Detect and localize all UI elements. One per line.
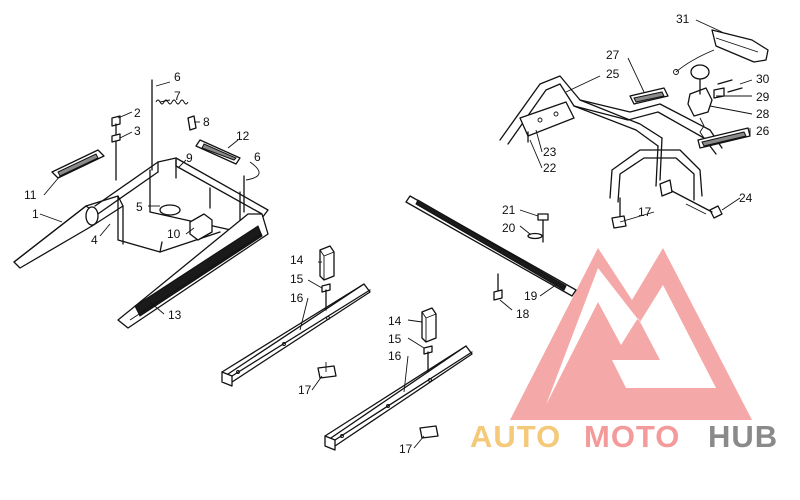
- watermark-auto: AUTO: [470, 419, 561, 454]
- callout-9: 9: [186, 151, 193, 165]
- callout-17a: 17: [298, 383, 312, 397]
- callout-7: 7: [174, 89, 181, 103]
- watermark-hub: HUB: [708, 419, 778, 454]
- callout-15a: 15: [290, 272, 304, 286]
- callout-labels: 1 2 3 4 5 6 6 7 8 9 10 11 12 13 14 14 15…: [24, 12, 770, 456]
- callout-31: 31: [676, 12, 690, 26]
- callout-22: 22: [543, 161, 557, 175]
- callout-16a: 16: [290, 291, 304, 305]
- callout-12: 12: [236, 129, 250, 143]
- callout-5: 5: [136, 200, 143, 214]
- callout-19: 19: [524, 289, 538, 303]
- watermark-moto: MOTO: [584, 419, 680, 454]
- callout-30: 30: [756, 72, 770, 86]
- callout-14a: 14: [290, 253, 304, 267]
- callout-14b: 14: [388, 314, 402, 328]
- callout-21: 21: [502, 203, 516, 217]
- rear-rack-assembly: [13, 79, 269, 329]
- leader-lines: [39, 19, 753, 449]
- callout-10: 10: [167, 227, 181, 241]
- callout-2: 2: [134, 106, 141, 120]
- callout-25: 25: [606, 67, 620, 81]
- watermark-text: AUTO MOTO HUB: [470, 419, 778, 454]
- snow-flap-assembly: [405, 195, 577, 301]
- callout-17b: 17: [399, 442, 413, 456]
- callout-3: 3: [134, 124, 141, 138]
- callout-16b: 16: [388, 349, 402, 363]
- callout-6a: 6: [174, 70, 181, 84]
- rear-bumper-assembly: [499, 29, 769, 229]
- callout-27: 27: [606, 48, 620, 62]
- watermark-logo-icon: [510, 248, 752, 420]
- callout-17c: 17: [638, 205, 652, 219]
- callout-28: 28: [756, 107, 770, 121]
- callout-6b: 6: [254, 150, 261, 164]
- callout-29: 29: [756, 90, 770, 104]
- runner-rail-lower: [324, 307, 473, 451]
- callout-20: 20: [502, 221, 516, 235]
- callout-13: 13: [168, 308, 182, 322]
- callout-11: 11: [24, 188, 37, 202]
- callout-1: 1: [32, 207, 39, 221]
- callout-23: 23: [543, 145, 557, 159]
- callout-15b: 15: [388, 332, 402, 346]
- runner-rail-upper: [221, 245, 371, 387]
- callout-24: 24: [739, 191, 753, 205]
- callout-8: 8: [203, 115, 210, 129]
- callout-18: 18: [516, 307, 530, 321]
- callout-26: 26: [756, 124, 770, 138]
- callout-4: 4: [91, 233, 98, 247]
